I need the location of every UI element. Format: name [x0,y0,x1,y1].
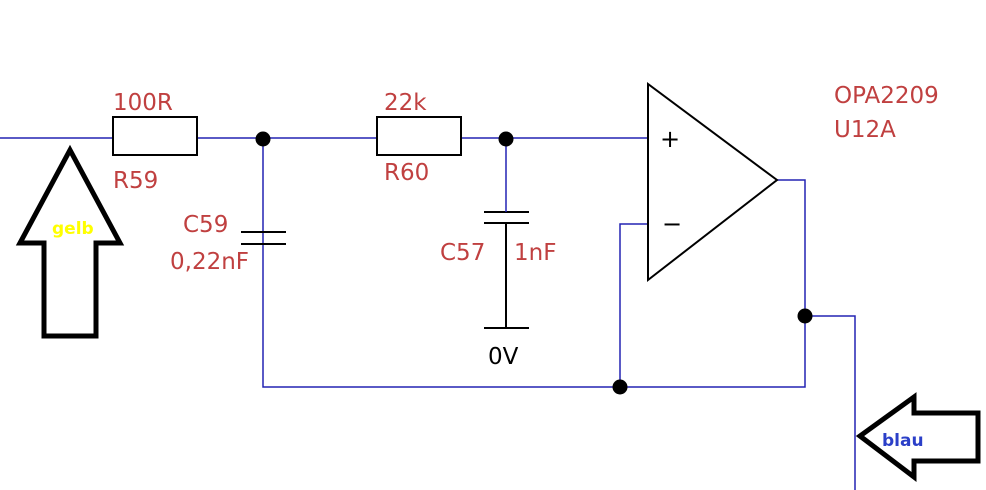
arrow-gelb: gelb [15,144,125,339]
components [112,82,779,329]
resistor-r60 [376,116,462,156]
r60-value: 22k [384,90,427,116]
arrow-blau-shape [855,392,981,483]
junction-node2 [498,131,514,147]
wire-inverting-input [619,223,648,387]
arrow-gelb-shape [15,144,125,339]
opamp-minus-sign: − [662,210,682,238]
junctions [255,131,813,395]
arrow-blau: blau [855,392,981,483]
arrow-blau-label: blau [882,431,924,451]
c57-value: 1nF [514,240,556,266]
opamp-triangle [647,82,779,283]
junction-node1 [255,131,271,147]
wire-output [805,315,856,490]
wire-feedback-loop [262,138,806,388]
junction-feedback [612,379,628,395]
labels: 100R R59 22k R60 C59 0,22nF C57 1nF 0V O… [113,83,939,370]
r59-value: 100R [113,90,173,116]
capacitor-c57 [484,211,529,328]
r59-ref: R59 [113,168,158,194]
c59-ref: C59 [183,212,228,238]
r60-ref: R60 [384,160,429,186]
arrow-gelb-label: gelb [52,219,94,239]
wires [0,137,856,490]
opamp-part: OPA2209 [834,83,939,109]
ground-label: 0V [488,344,519,370]
capacitor-c59 [241,231,286,245]
c57-ref: C57 [440,240,485,266]
c59-value: 0,22nF [170,249,249,275]
junction-output [797,308,813,324]
opamp-ref: U12A [834,117,896,143]
resistor-r59 [112,116,198,156]
opamp-plus-sign: + [660,125,680,153]
